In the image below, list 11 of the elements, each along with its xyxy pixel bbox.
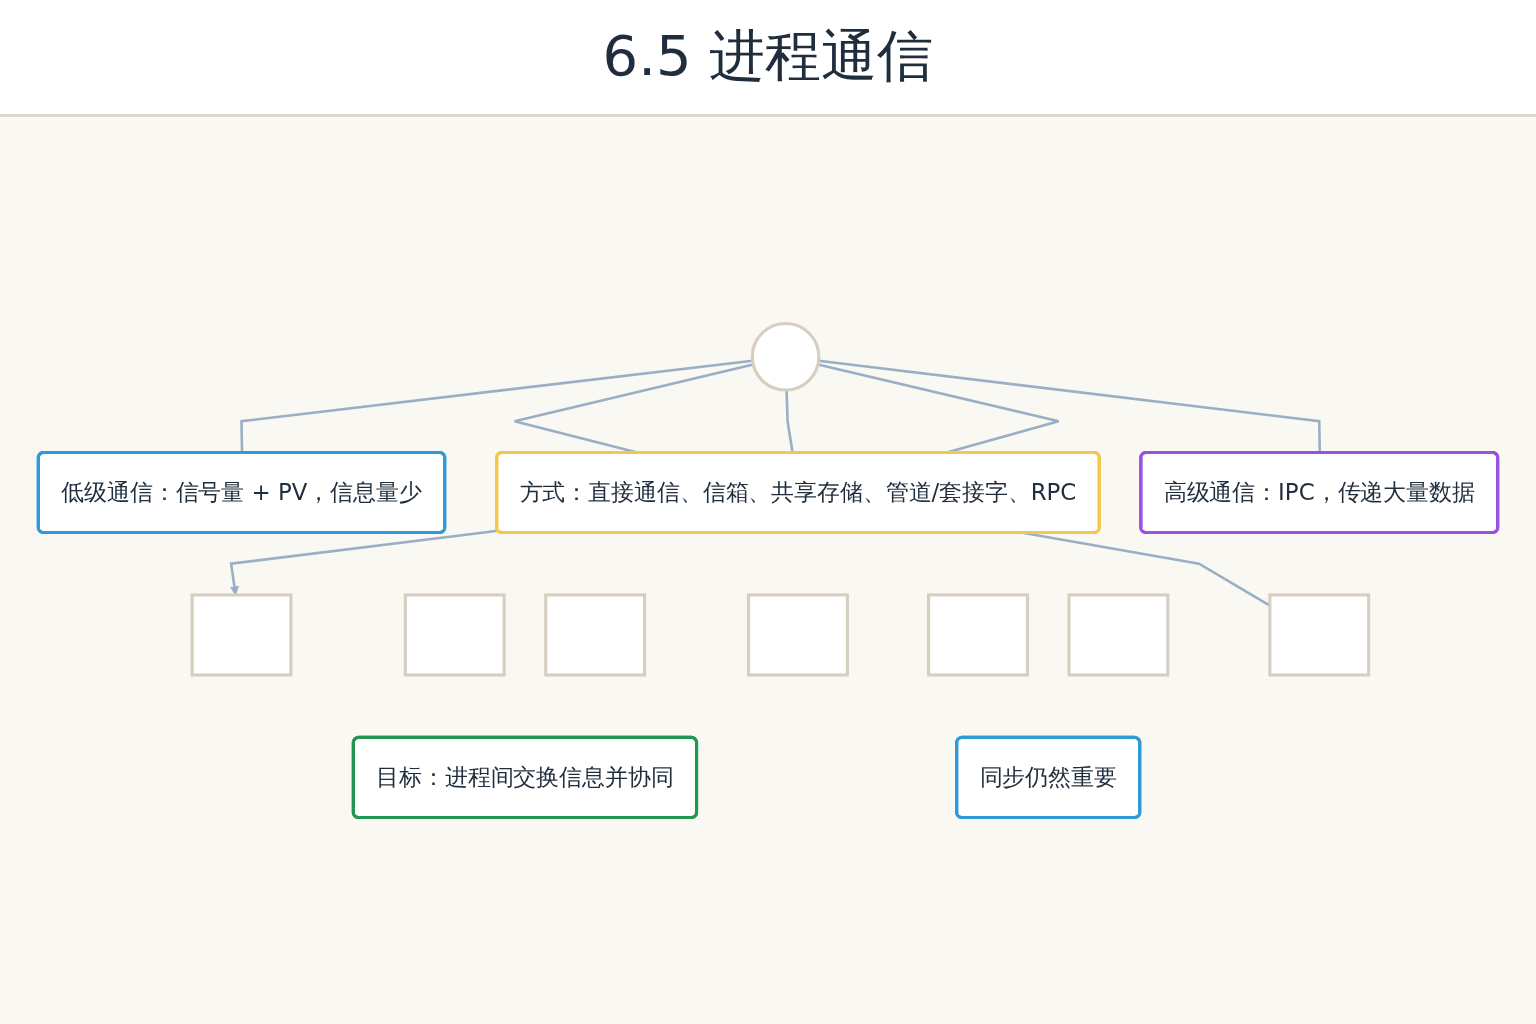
connector xyxy=(818,359,1322,453)
connector xyxy=(240,359,753,453)
node-circle xyxy=(750,321,821,392)
node-box xyxy=(544,593,647,677)
node-box xyxy=(1268,593,1371,677)
node-box xyxy=(403,593,506,677)
node-box xyxy=(927,593,1029,677)
node-box xyxy=(747,593,849,677)
diagram-title: 6.5 进程通信 xyxy=(602,22,934,90)
node-box xyxy=(1067,593,1170,677)
node-box xyxy=(190,593,293,677)
